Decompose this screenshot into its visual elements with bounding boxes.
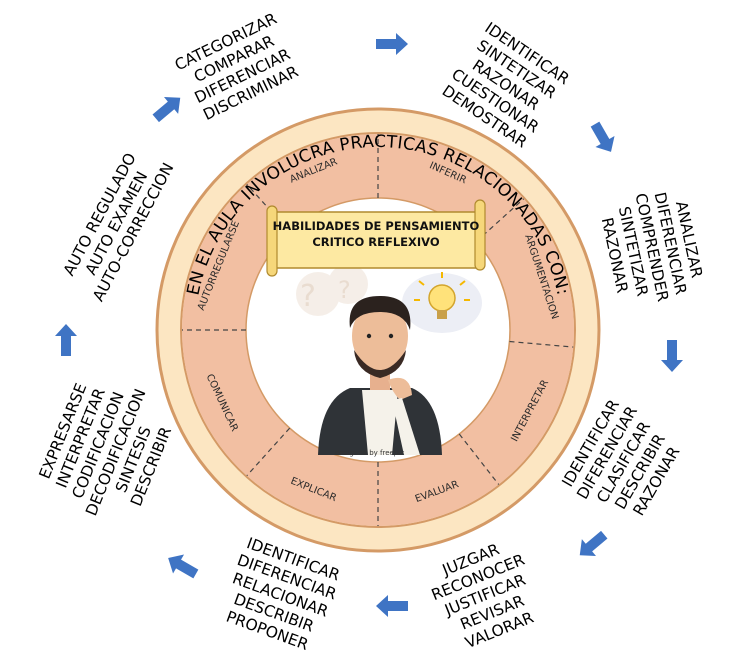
arrow-icon: [168, 554, 199, 579]
arrow-icon: [152, 97, 181, 123]
center-title: HABILIDADES DE PENSAMIENTO CRITICO REFLE…: [270, 218, 482, 250]
arrow-icon: [579, 530, 608, 556]
segment-divider: [509, 340, 574, 348]
question-cloud-illustration: ? ?: [296, 264, 368, 316]
center-scroll: [266, 199, 486, 277]
thinking-man-illustration: [318, 296, 442, 455]
center-title-line-2: CRITICO REFLEXIVO: [312, 235, 440, 249]
outer-ring-inner-border: [180, 132, 576, 528]
segment-divider: [246, 427, 291, 477]
segment-divider: [458, 433, 500, 485]
arrow-icon: [55, 324, 77, 356]
arrow-icon: [376, 33, 408, 55]
center-title-line-1: HABILIDADES DE PENSAMIENTO: [272, 219, 480, 233]
arrow-icon: [376, 595, 408, 617]
svg-text:?: ?: [300, 279, 316, 314]
svg-text:?: ?: [338, 276, 351, 304]
watermark-text: designed by freepik: [335, 449, 405, 457]
cycle-arrows: [55, 33, 683, 617]
idea-bulb-icon: [402, 272, 482, 333]
arrow-icon: [590, 121, 615, 152]
arrow-icon: [661, 340, 683, 372]
